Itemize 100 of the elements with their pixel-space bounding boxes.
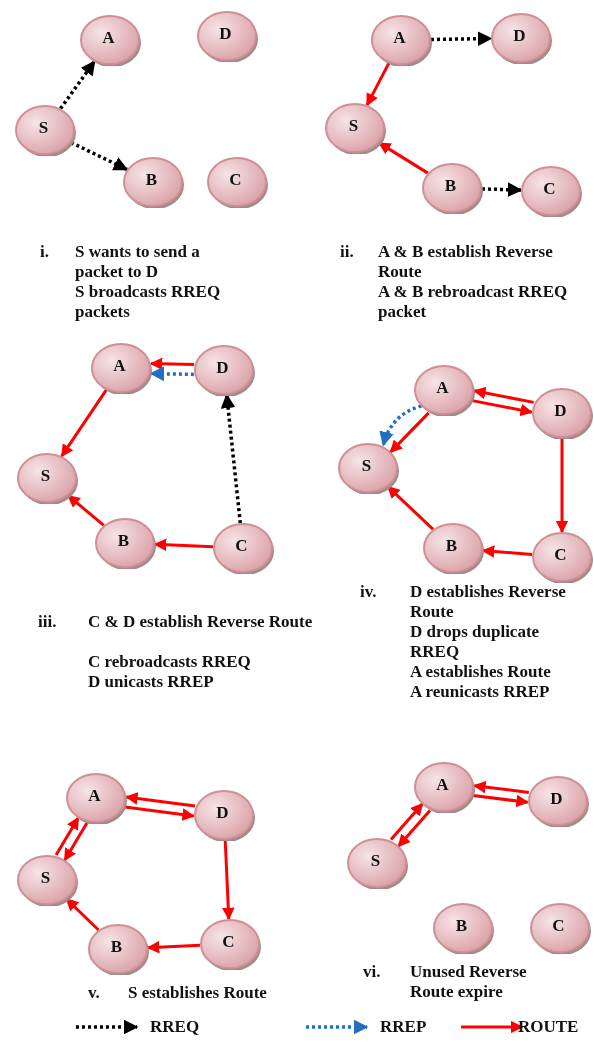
node-ellipse — [122, 156, 184, 208]
node-ellipse — [370, 14, 432, 66]
caption-number: iv. — [360, 582, 378, 602]
arrow — [149, 357, 195, 371]
arrow — [63, 822, 89, 862]
arrow — [54, 816, 80, 856]
arrow — [555, 438, 569, 534]
caption-text: C & D establish Reverse Route — [88, 612, 313, 632]
arrow — [397, 809, 432, 848]
node-ellipse — [520, 165, 582, 217]
node-ellipse — [206, 156, 268, 208]
node-label: C — [542, 179, 557, 199]
node-label: C — [234, 536, 249, 556]
node-ellipse — [65, 772, 127, 824]
caption-text: D establishes Reverse Route — [410, 582, 567, 622]
caption-text: D drops duplicate RREQ — [410, 622, 541, 662]
arrow — [481, 182, 523, 198]
node-label: A — [101, 28, 116, 48]
node-ellipse — [531, 387, 593, 439]
caption-number: ii. — [340, 242, 355, 262]
node-label: S — [37, 118, 50, 138]
caption-text: A reunicasts RREP — [410, 682, 551, 702]
node-ellipse — [324, 102, 386, 154]
caption-text: S broadcasts RREQ packets — [75, 282, 222, 322]
node-ellipse — [212, 522, 274, 574]
arrow — [222, 839, 235, 921]
node-ellipse — [16, 854, 78, 906]
node-label: B — [116, 531, 131, 551]
node-label: D — [512, 26, 527, 46]
arrow — [473, 780, 530, 794]
arrow — [472, 399, 534, 417]
arrow — [430, 31, 493, 47]
node-label: S — [360, 456, 373, 476]
node-label: S — [39, 466, 52, 486]
node-ellipse — [79, 14, 141, 66]
caption-number: v. — [88, 983, 101, 1003]
node-ellipse — [422, 522, 484, 574]
node-ellipse — [529, 902, 591, 954]
arrow — [389, 411, 430, 454]
node-ellipse — [421, 162, 483, 214]
node-label: D — [215, 803, 230, 823]
caption-number: i. — [40, 242, 50, 262]
node-ellipse — [490, 12, 552, 64]
caption-number: vi. — [363, 962, 382, 982]
node-label: B — [144, 170, 159, 190]
node-ellipse — [413, 364, 475, 416]
node-label: C — [228, 170, 243, 190]
node-ellipse — [193, 344, 255, 396]
node-ellipse — [16, 452, 78, 504]
legend-text: RREQ — [150, 1017, 200, 1037]
arrow — [472, 794, 529, 808]
caption-text: S wants to send a packet to D — [75, 242, 201, 282]
arrow — [386, 485, 435, 531]
arrow — [67, 494, 105, 527]
node-label: S — [39, 868, 52, 888]
legend-text: ROUTE — [518, 1017, 579, 1037]
arrow — [379, 404, 423, 447]
node-label: A — [112, 356, 127, 376]
arrow — [389, 802, 424, 841]
node-ellipse — [337, 442, 399, 494]
node-ellipse — [199, 918, 261, 970]
arrow — [125, 792, 196, 808]
node-ellipse — [413, 761, 475, 813]
node-label: C — [553, 545, 568, 565]
node-label: S — [369, 851, 382, 871]
arrow — [124, 805, 195, 821]
node-label: C — [221, 932, 236, 952]
node-label: A — [87, 786, 102, 806]
caption-text: A establishes Route — [410, 662, 552, 682]
node-ellipse — [14, 104, 76, 156]
node-label: D — [553, 401, 568, 421]
node-label: D — [549, 789, 564, 809]
arrow — [365, 62, 391, 107]
arrow — [65, 897, 100, 932]
caption-number: iii. — [38, 612, 58, 632]
caption-text: S establishes Route — [128, 983, 268, 1003]
caption-text: C rebroadcasts RREQ — [88, 652, 252, 672]
node-label: A — [435, 775, 450, 795]
arrow — [60, 388, 108, 458]
node-ellipse — [87, 923, 149, 975]
legend-text: RREP — [380, 1017, 427, 1037]
node-label: B — [444, 536, 459, 556]
node-label: A — [435, 378, 450, 398]
node-ellipse — [432, 902, 494, 954]
node-label: A — [392, 28, 407, 48]
arrow — [59, 60, 96, 110]
caption-text: A & B rebroadcast RREQ packet — [378, 282, 569, 322]
node-ellipse — [527, 775, 589, 827]
node-label: D — [218, 24, 233, 44]
node-ellipse — [193, 789, 255, 841]
caption-text: D unicasts RREP — [88, 672, 215, 692]
node-label: S — [347, 116, 360, 136]
node-label: B — [443, 176, 458, 196]
node-label: B — [454, 916, 469, 936]
node-label: C — [551, 916, 566, 936]
node-ellipse — [90, 342, 152, 394]
node-ellipse — [196, 10, 258, 62]
caption-text: Unused Reverse Route expire — [410, 962, 528, 1002]
arrow — [378, 141, 429, 175]
node-ellipse — [94, 517, 156, 569]
